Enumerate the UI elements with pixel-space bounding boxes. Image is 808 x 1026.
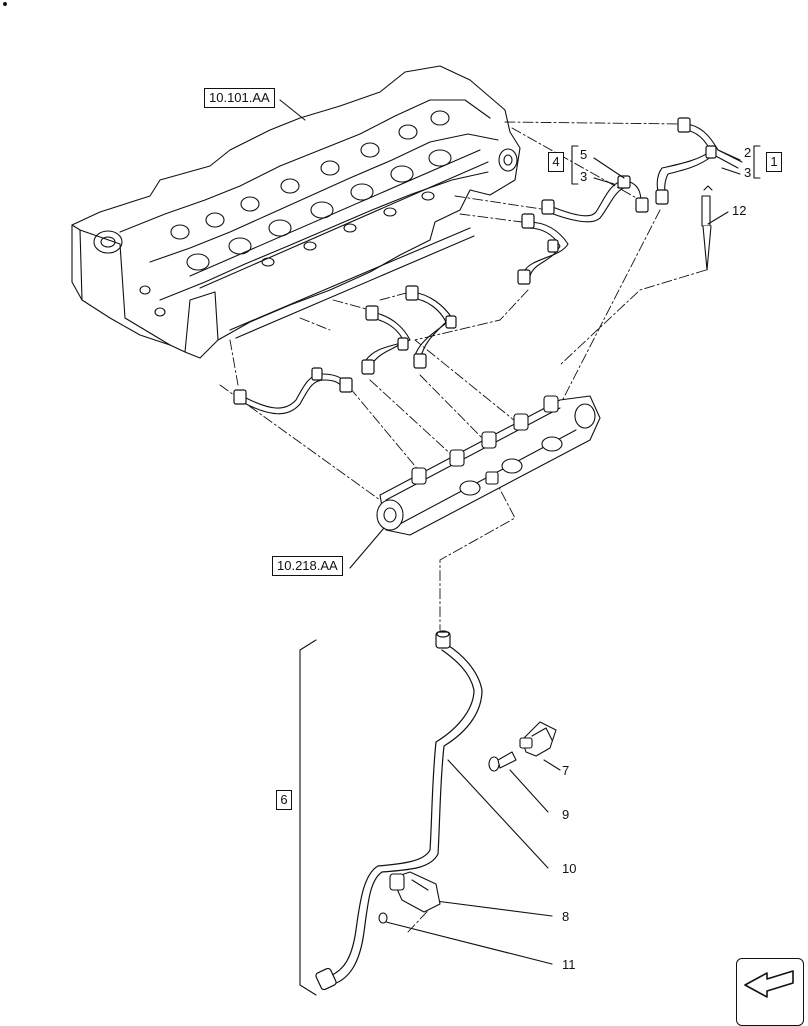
callout-2: 2 bbox=[744, 145, 752, 160]
clamp-8 bbox=[389, 871, 441, 913]
callout-3-left: 3 bbox=[580, 169, 588, 184]
exploded-parts-diagram bbox=[3, 2, 761, 996]
group-box-6: 6 bbox=[276, 790, 292, 810]
bolt-9 bbox=[488, 751, 517, 772]
supply-pipe-10 bbox=[315, 630, 483, 991]
clamp-7 bbox=[519, 721, 557, 757]
callout-12: 12 bbox=[732, 203, 747, 218]
cylinder-head bbox=[71, 65, 521, 359]
fuel-rail-reference[interactable]: 10.218.AA bbox=[272, 556, 343, 576]
callout-3-right: 3 bbox=[744, 165, 752, 180]
page-arrow-icon[interactable] bbox=[736, 958, 804, 1026]
callout-11: 11 bbox=[562, 957, 576, 972]
group-box-4: 4 bbox=[548, 152, 564, 172]
callout-8: 8 bbox=[562, 909, 570, 924]
pipe-nuts bbox=[233, 117, 717, 405]
fuel-rail bbox=[376, 395, 601, 536]
cylinder-head-reference[interactable]: 10.101.AA bbox=[204, 88, 275, 108]
callout-5: 5 bbox=[580, 147, 588, 162]
callout-9: 9 bbox=[562, 807, 570, 822]
callout-10: 10 bbox=[562, 861, 577, 876]
callout-7: 7 bbox=[562, 763, 570, 778]
bracket-lines bbox=[279, 99, 761, 996]
corner-dot-mark bbox=[3, 2, 7, 6]
leader-lines bbox=[219, 121, 707, 933]
arrow-glyph bbox=[744, 970, 794, 998]
bolt-11 bbox=[378, 912, 388, 924]
group-box-1: 1 bbox=[766, 152, 782, 172]
injection-pipes bbox=[245, 123, 743, 415]
long-bolt-12 bbox=[701, 185, 713, 271]
